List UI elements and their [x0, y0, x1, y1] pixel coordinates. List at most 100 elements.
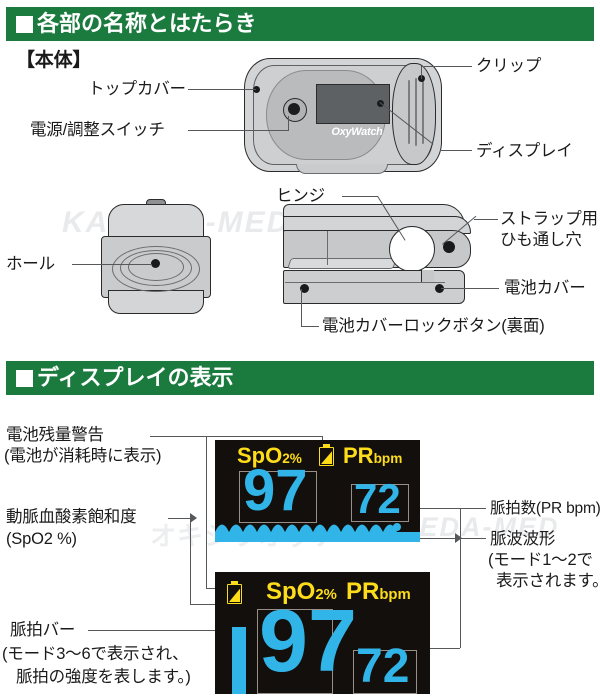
- battery-shell: [319, 447, 334, 466]
- callout-line-strap-h: [474, 219, 498, 220]
- section-title-display: ディスプレイの表示: [37, 365, 234, 390]
- battery-icon-screen2: [227, 581, 242, 604]
- label-pulse-bar-2: (モード3～6で表示され、: [2, 645, 189, 663]
- battery-cover-panel: [283, 270, 465, 304]
- callout-line-display: [440, 150, 472, 151]
- device-brand-logo: OxyWatch: [331, 126, 383, 138]
- device-clip: [392, 63, 436, 165]
- callout-line-clip-v: [421, 66, 422, 79]
- line-pr-h: [420, 508, 486, 509]
- section-header-parts: 各部の名称とはたらき: [6, 7, 594, 41]
- label-pulse-bar-1: 脈拍バー: [10, 621, 76, 639]
- screen2-spo2-value: 97: [259, 591, 357, 690]
- line-pr-v: [460, 508, 461, 648]
- hinge-circle: [389, 226, 435, 272]
- clip-ridge-3: [408, 80, 410, 144]
- device-front-view-illustration: [98, 198, 212, 316]
- front-view-top: [108, 204, 204, 240]
- section-title-parts: 各部の名称とはたらき: [37, 11, 257, 36]
- battery-fill: [321, 451, 332, 464]
- line-batt-warn-h2: [206, 436, 322, 437]
- label-display: ディスプレイ: [476, 142, 573, 160]
- screen1-pr-box: [351, 484, 409, 522]
- line-spo2-v: [190, 518, 191, 604]
- battery-fill-2: [229, 588, 240, 602]
- arrow-waveform: [455, 533, 462, 543]
- screen1-spo2-box: [239, 471, 317, 523]
- finger-hole-outline-3: [128, 253, 184, 281]
- battery-cap: [323, 444, 330, 448]
- label-waveform-1: 脈波波形: [490, 530, 556, 548]
- subheading-main-unit: 【本体】: [16, 50, 92, 71]
- callout-line-power-switch: [188, 130, 288, 131]
- label-power-switch: 電源/調整スイッチ: [30, 121, 165, 139]
- callout-dot-hole: [151, 259, 160, 268]
- display-screen-mode-3-6: SpO2% PRbpm 97 72: [215, 572, 430, 694]
- label-top-cover: トップカバー: [88, 80, 186, 98]
- bullet-square-icon: [16, 15, 33, 33]
- section-header-display: ディスプレイの表示: [6, 361, 594, 395]
- screen1-pr-label: PRbpm: [343, 443, 403, 468]
- line-pulse-bar: [88, 630, 216, 631]
- power-button-inner: [288, 103, 300, 115]
- battery-shell-2: [227, 584, 242, 604]
- label-battery-cover: 電池カバー: [504, 279, 586, 297]
- side-view-seam: [327, 231, 328, 265]
- device-side-view-illustration: [283, 200, 473, 310]
- callout-line-hole: [72, 264, 152, 265]
- screen2-spo2-label: SpO2%: [266, 578, 337, 605]
- clip-ridge-2: [415, 78, 417, 146]
- battery-cover-seam: [285, 282, 445, 283]
- label-hole: ホール: [6, 255, 55, 273]
- clip-ridge-1: [422, 80, 424, 144]
- label-strap-hole-2: ひも通し穴: [500, 231, 582, 249]
- label-waveform-2: (モード1～2で: [488, 551, 593, 569]
- callout-dot-strap-hole: [443, 241, 455, 253]
- side-view-groove: [287, 258, 397, 269]
- line-pr-screen2: [430, 648, 460, 649]
- callout-line-hinge-h: [342, 196, 378, 197]
- label-spo2-1: 動脈血酸素飽和度: [6, 508, 137, 526]
- callout-line-battery-lock-h: [301, 326, 319, 327]
- pulse-waveform-screen1: [215, 523, 420, 542]
- label-battery-warning-2: (電池が消耗時に表示): [4, 447, 162, 465]
- callout-dot-battery-cover: [435, 284, 444, 293]
- screen2-pr-label: PRbpm: [346, 578, 411, 605]
- device-top-view-illustration: OxyWatch: [244, 58, 442, 174]
- label-pulse-rate: 脈拍数(PR bpm): [490, 500, 600, 517]
- label-pulse-bar-3: 脈拍の強度を表します。): [16, 668, 191, 686]
- line-waveform-h: [420, 538, 486, 539]
- line-spo2-h: [168, 518, 190, 519]
- label-battery-warning-1: 電池残量警告: [6, 426, 104, 444]
- battery-cap-2: [231, 581, 238, 585]
- front-view-bottom: [108, 290, 204, 314]
- label-spo2-2: (SpO2 %): [6, 530, 77, 548]
- screen1-pr-value: 72: [354, 475, 401, 522]
- screen2-pr-box: [353, 650, 417, 694]
- screen1-spo2-value: 97: [243, 458, 308, 523]
- pulse-bar-indicator: [232, 627, 246, 694]
- screen2-spo2-box: [257, 609, 333, 694]
- line-batt-warn-h: [150, 436, 206, 437]
- power-button-outer: [283, 98, 307, 122]
- callout-line-top-cover: [188, 89, 256, 90]
- line-spo2-screen2: [190, 604, 218, 605]
- battery-icon-screen1: [319, 444, 334, 466]
- screen2-pr-value: 72: [356, 640, 410, 693]
- device-top-lip: [296, 164, 388, 174]
- callout-line-clip: [424, 66, 472, 67]
- label-hinge: ヒンジ: [276, 187, 325, 205]
- line-batt-warn-down: [206, 436, 207, 588]
- callout-line-power-switch-v: [288, 116, 289, 131]
- label-battery-lock-button: 電池カバーロックボタン(裏面): [322, 317, 545, 335]
- finger-hole-outline-2: [120, 250, 192, 286]
- callout-dot-battery-lock: [300, 284, 309, 293]
- bullet-square-icon-2: [16, 369, 33, 387]
- callout-line-battery-cover: [441, 288, 499, 289]
- label-waveform-3: 表示されます。): [496, 572, 600, 590]
- label-clip: クリップ: [476, 57, 542, 75]
- display-screen-mode-1-2: SpO2% PRbpm 97 72: [215, 440, 420, 542]
- screen1-spo2-label: SpO2%: [237, 443, 302, 468]
- label-strap-hole-1: ストラップ用: [500, 210, 598, 228]
